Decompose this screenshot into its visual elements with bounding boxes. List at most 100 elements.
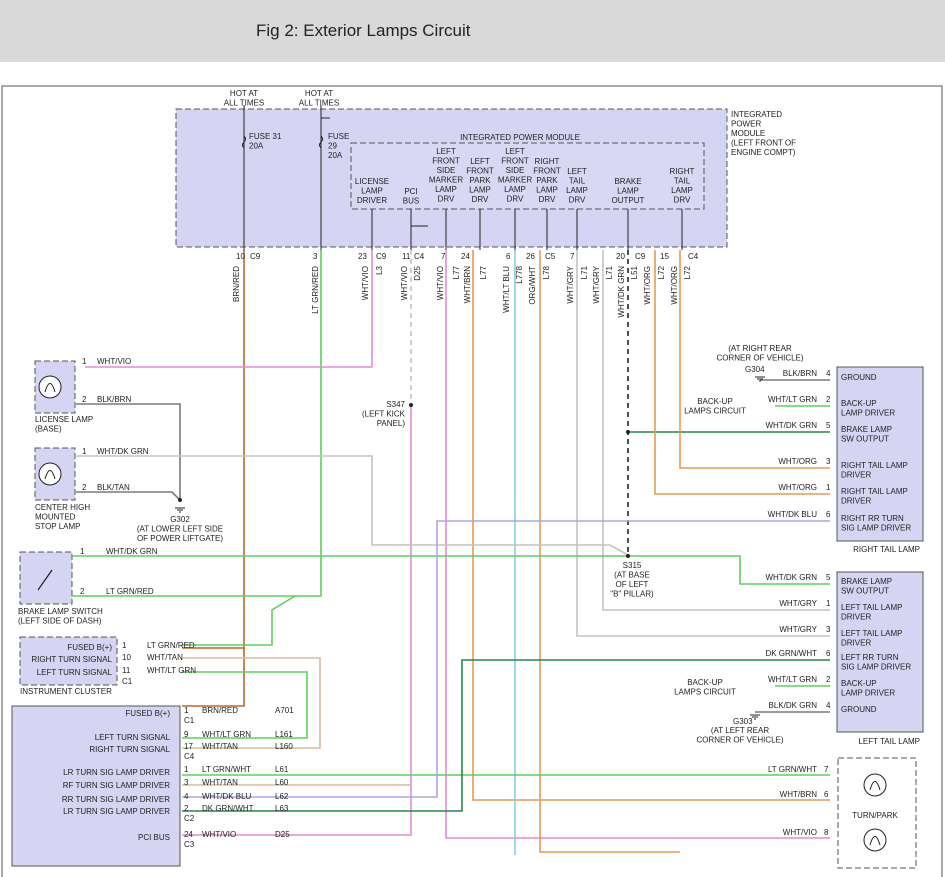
pin-number: 24 — [461, 252, 470, 261]
pin-number: 15 — [660, 252, 669, 261]
wire-lt-grn-red — [295, 250, 322, 597]
vertical-wire-label: LT GRN/RED — [311, 266, 320, 314]
wire-label: WHT/LT GRN — [147, 666, 196, 675]
hot-at-all-times-label: HOT AT — [230, 89, 258, 98]
ipm-driver-label: FRONT — [466, 167, 494, 176]
pin-number: 6 — [506, 252, 511, 261]
wire-label: DK GRN/WHT — [765, 649, 817, 658]
ipm-inner-title: INTEGRATED POWER MODULE — [460, 133, 580, 142]
vertical-wire-label: WHT/BRN — [463, 266, 472, 304]
pin-number: 1 — [82, 357, 87, 366]
cluster-row-label: FUSED B(+) — [67, 643, 112, 652]
module-row-label: PCI BUS — [138, 833, 170, 842]
turn-park-lamp-icon — [863, 773, 887, 797]
ipm-label: POWER — [731, 120, 761, 129]
ipm-label: MODULE — [731, 129, 765, 138]
pin-number: 4 — [826, 369, 831, 378]
ground-id-label: G304 — [745, 365, 765, 374]
wire-label: WHT/TAN — [147, 653, 183, 662]
ipm-driver-label: RIGHT — [535, 157, 560, 166]
ipm-driver-label: MARKER — [498, 176, 532, 185]
diagram-frame — [1, 85, 943, 877]
connector-label: C4 — [184, 752, 195, 761]
wire-label: WHT/VIO — [202, 830, 236, 839]
pin-number: 2 — [82, 395, 87, 404]
left-tail-row-label: DRIVER — [841, 639, 871, 648]
vertical-wire-label: L71 — [580, 265, 589, 279]
wire-wht-org-1 — [654, 250, 830, 495]
pin-number: C9 — [376, 252, 387, 261]
right-tail-row-label: RIGHT RR TURN — [841, 514, 904, 523]
ipm-driver-label: DRV — [569, 196, 586, 205]
connector-label: C1 — [184, 716, 195, 725]
pin-number: 1 — [80, 547, 85, 556]
hot-at-all-times-label: HOT AT — [305, 89, 333, 98]
connector-label: C1 — [122, 677, 133, 686]
wire-label: WHT/DK BLU — [202, 792, 252, 801]
ipm-driver-label: FRONT — [432, 157, 460, 166]
ipm-driver-label: LEFT — [567, 167, 587, 176]
module-row-label: RIGHT TURN SIGNAL — [89, 745, 170, 754]
module-row-label: FUSED B(+) — [125, 709, 170, 718]
figure-title: Fig 2: Exterior Lamps Circuit — [256, 21, 471, 40]
circuit-label: L61 — [275, 765, 289, 774]
pin-number: 7 — [441, 252, 446, 261]
fuse-29-label: 20A — [328, 151, 343, 160]
left-tail-row-label: DRIVER — [841, 613, 871, 622]
left-tail-row-label: LEFT TAIL LAMP — [841, 629, 903, 638]
pin-number: 4 — [826, 701, 831, 710]
pin-number: C9 — [250, 252, 261, 261]
wire-label: WHT/LT GRN — [202, 730, 251, 739]
wire-brn-red-b — [182, 250, 245, 649]
s315-label: OF LEFT — [616, 580, 649, 589]
left-tail-row-label: LAMP DRIVER — [841, 689, 895, 698]
vertical-wire-label: D25 — [413, 265, 422, 280]
brake-switch-label: BRAKE LAMP SWITCH — [18, 607, 103, 616]
ipm-driver-label: LAMP — [361, 187, 383, 196]
instrument-cluster-label: INSTRUMENT CLUSTER — [20, 687, 112, 696]
pin-number: 20 — [616, 252, 625, 261]
vertical-wire-label: L51 — [630, 265, 639, 279]
left-tail-lamp-label: LEFT TAIL LAMP — [858, 737, 920, 746]
wire-wht-vio-license — [85, 250, 373, 368]
pin-number: 2 — [80, 587, 85, 596]
right-tail-row-label: DRIVER — [841, 471, 871, 480]
ipm-driver-label: PCI — [404, 187, 417, 196]
circuit-label: L161 — [275, 730, 293, 739]
left-tail-row-label: BACK-UP — [841, 679, 877, 688]
left-tail-row-label: SW OUTPUT — [841, 587, 889, 596]
s315-label: "B" PILLAR) — [610, 590, 654, 599]
ipm-label: ENGINE COMPT) — [731, 148, 796, 157]
cluster-row-label: LEFT TURN SIGNAL — [37, 668, 113, 677]
vertical-wire-label: WHT/ORG — [643, 266, 652, 305]
vertical-wire-label: L778 — [515, 265, 524, 283]
backup-circuit-label: BACK-UP — [687, 678, 723, 687]
fuse-29-label: FUSE — [328, 132, 349, 141]
right-tail-row-label: LAMP DRIVER — [841, 409, 895, 418]
ipm-driver-label: DRV — [472, 195, 489, 204]
vertical-wire-label: L3 — [375, 265, 384, 274]
wire-label: BRN/RED — [202, 706, 238, 715]
pin-number: 3 — [826, 457, 831, 466]
right-tail-row-label: RIGHT TAIL LAMP — [841, 487, 908, 496]
vertical-wire-label: WHT/ORG — [670, 266, 679, 305]
right-tail-location: CORNER OF VEHICLE) — [716, 354, 803, 363]
wire-label: WHT/GRY — [779, 625, 817, 634]
pin-number: 2 — [82, 483, 87, 492]
g302-label: G302 — [170, 515, 190, 524]
ipm-driver-label: DRV — [507, 195, 524, 204]
wire-label: WHT/TAN — [202, 778, 238, 787]
hot-at-all-times-label: ALL TIMES — [299, 99, 339, 108]
vertical-wire-label: L72 — [657, 265, 666, 279]
left-tail-row-label: LEFT RR TURN — [841, 653, 899, 662]
wire-label: BLK/TAN — [97, 483, 130, 492]
right-tail-row-label: BACK-UP — [841, 399, 877, 408]
brake-switch-label: (LEFT SIDE OF DASH) — [18, 617, 102, 626]
wire-label: WHT/VIO — [97, 357, 131, 366]
pin-number: 3 — [184, 778, 189, 787]
wire-label: WHT/DK GRN — [765, 421, 817, 430]
fuse-31-label: 20A — [249, 142, 264, 151]
pin-number: 6 — [826, 510, 831, 519]
module-row-label: RF TURN SIG LAMP DRIVER — [63, 781, 171, 790]
left-tail-row-label: SIG LAMP DRIVER — [841, 663, 911, 672]
